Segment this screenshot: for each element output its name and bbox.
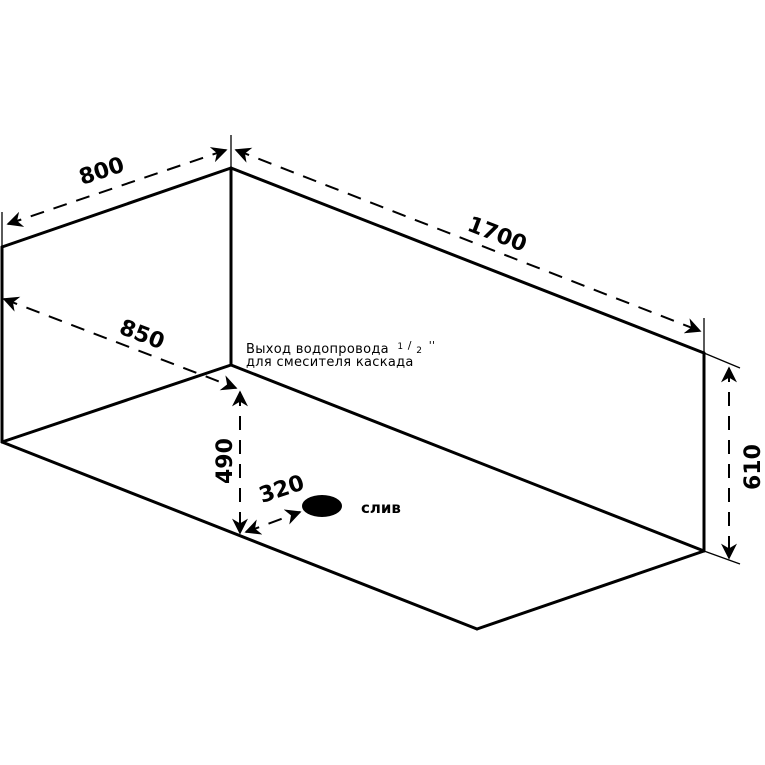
svg-text:1700: 1700 — [464, 212, 530, 257]
dimension-490: 490 — [213, 390, 248, 535]
svg-text:850: 850 — [116, 315, 168, 355]
edge-bottom-back — [229, 363, 706, 553]
svg-text:Выход водопровода 1: Выход водопровода 1 / 2 '' — [246, 338, 435, 357]
svg-text:610: 610 — [741, 444, 765, 490]
dimension-800: 800 — [6, 147, 228, 227]
drain-icon — [302, 495, 342, 517]
svg-text:490: 490 — [213, 438, 238, 484]
extension-lines — [1, 135, 741, 565]
edge-bottom-front — [0, 440, 479, 631]
edge-bottom-right — [475, 549, 706, 631]
svg-text:800: 800 — [76, 153, 127, 191]
inlet-note: Выход водопровода 1 / 2 '' для смесителя… — [246, 338, 435, 370]
drain-label: слив — [361, 499, 401, 517]
edge-top-back — [229, 166, 706, 355]
edge-bottom-left-back — [0, 363, 233, 444]
bathtub-outline — [0, 166, 706, 631]
svg-text:для смесителя каскада: для смесителя каскада — [246, 355, 414, 370]
dimension-320: 320 — [244, 471, 308, 535]
svg-text:320: 320 — [256, 471, 307, 509]
dimension-610: 610 — [721, 366, 765, 560]
dimension-1700: 1700 — [234, 147, 702, 334]
